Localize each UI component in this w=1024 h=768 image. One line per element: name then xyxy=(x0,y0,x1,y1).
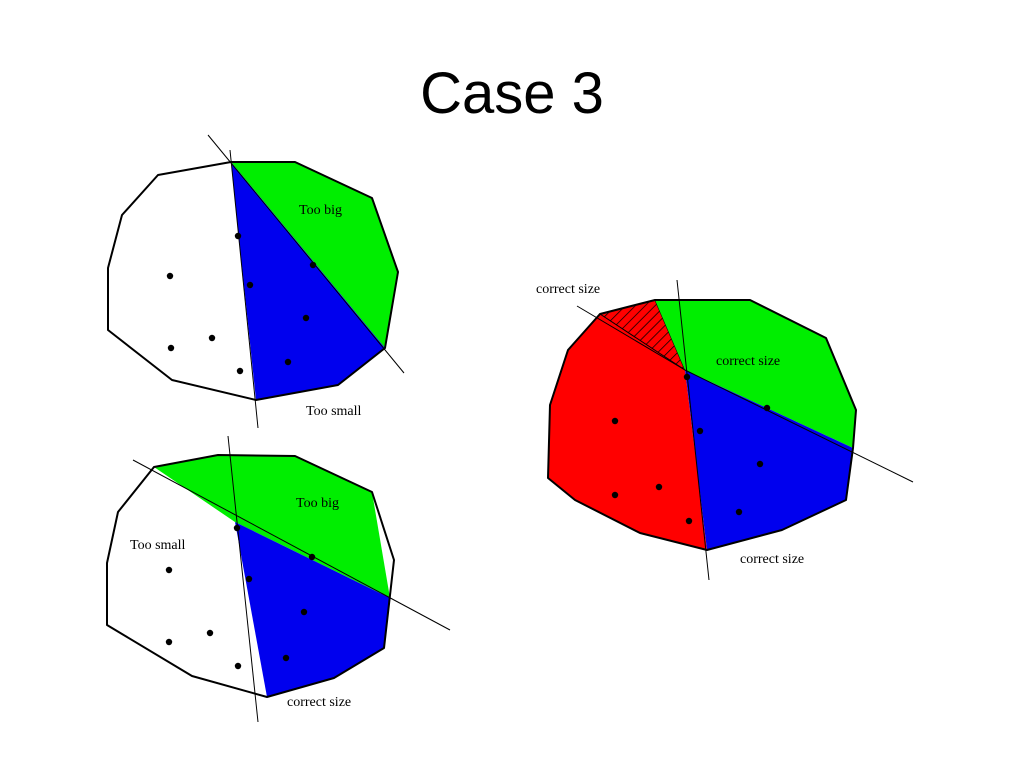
cut-line-diagonal xyxy=(132,459,451,631)
data-point xyxy=(284,358,292,366)
blue-region xyxy=(235,522,390,697)
panel-bottom-left: Too small Too big correct size xyxy=(106,435,451,723)
data-point xyxy=(756,460,764,468)
data-point xyxy=(300,608,308,616)
data-point xyxy=(233,524,241,532)
red-region xyxy=(548,314,707,550)
cut-line-vertical xyxy=(229,149,259,429)
data-point xyxy=(236,367,244,375)
green-region xyxy=(655,300,856,448)
data-point xyxy=(246,281,254,289)
data-point xyxy=(302,314,310,322)
data-point xyxy=(611,417,619,425)
data-point xyxy=(165,566,173,574)
cut-line-diagonal xyxy=(684,369,914,483)
panel-top-left: Too big Too small xyxy=(107,134,405,429)
label-correct-size-hatch: correct size xyxy=(536,282,600,297)
data-point xyxy=(245,575,253,583)
data-point xyxy=(655,483,663,491)
label-too-small: Too small xyxy=(130,538,186,553)
data-point xyxy=(309,261,317,269)
data-point xyxy=(206,629,214,637)
data-points xyxy=(166,232,317,375)
polygon-outline xyxy=(107,161,399,401)
blue-region xyxy=(231,162,385,400)
data-points xyxy=(165,524,316,670)
data-point xyxy=(735,508,743,516)
data-point xyxy=(165,638,173,646)
label-too-big: Too big xyxy=(299,203,342,218)
data-point xyxy=(683,373,691,381)
cut-line-diagonal xyxy=(207,134,405,374)
polygon-outline xyxy=(547,299,857,551)
data-point xyxy=(208,334,216,342)
blue-region xyxy=(685,370,853,550)
polygon-outline xyxy=(106,454,395,698)
data-point xyxy=(696,427,704,435)
data-point xyxy=(763,404,771,412)
cut-line-vertical xyxy=(227,435,259,723)
green-region xyxy=(154,455,390,598)
data-point xyxy=(308,553,316,561)
data-point xyxy=(611,491,619,499)
label-correct-size-green: correct size xyxy=(716,354,780,369)
data-point xyxy=(234,232,242,240)
green-region xyxy=(231,162,398,348)
data-point xyxy=(166,272,174,280)
label-correct-size: correct size xyxy=(287,695,351,710)
cut-line-vertical xyxy=(676,279,710,581)
data-point xyxy=(282,654,290,662)
data-point xyxy=(685,517,693,525)
data-points xyxy=(611,373,771,525)
data-point xyxy=(234,662,242,670)
data-point xyxy=(167,344,175,352)
label-too-small: Too small xyxy=(306,404,362,419)
label-too-big: Too big xyxy=(296,496,339,511)
slide-title: Case 3 xyxy=(420,61,604,126)
cut-line-short xyxy=(576,305,686,371)
panel-right: correct size correct size correct size xyxy=(536,279,914,581)
label-correct-size-blue: correct size xyxy=(740,552,804,567)
